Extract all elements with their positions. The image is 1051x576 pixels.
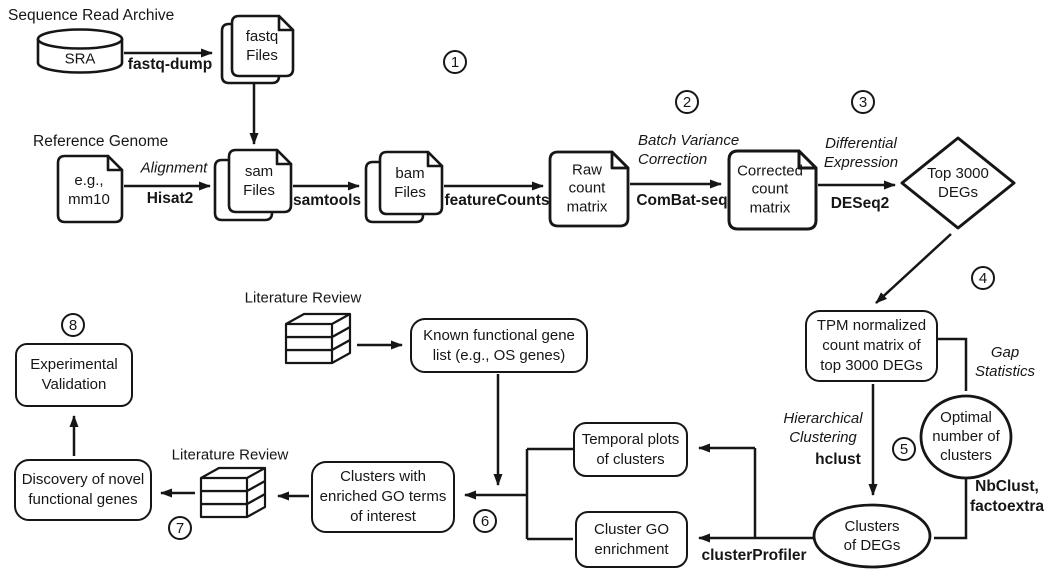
optimal-clusters-circle [919,394,1013,480]
raw-count-matrix-doc-icon [548,150,630,228]
discovery-box: Discovery of novel functional genes [14,459,152,521]
step-badge-2: 2 [675,90,699,114]
alignment-method-label: Alignment [140,159,208,177]
top-degs-label: Top 3000 DEGs [927,164,989,201]
optimal-clusters-label: Optimal number of clusters [932,408,1000,464]
books-stack-icon-top [284,312,352,365]
clusters-of-degs-label: Clusters of DEGs [843,517,901,554]
step-badge-8: 8 [61,313,85,337]
reference-genome-doc-icon [56,154,124,224]
step-badge-1: 1 [443,50,467,74]
raw-count-matrix-label: Raw count matrix [566,161,608,216]
bam-files-label: bam Files [394,164,426,201]
literature-review-bottom-label: Literature Review [171,446,289,464]
bam-files-icon [364,150,444,224]
featurecounts-tool-label: featureCounts [444,192,550,210]
sam-files-icon [213,148,293,222]
reference-genome-section-title: Reference Genome [33,133,169,150]
hclust-tool-label: hclust [815,451,861,469]
step-badge-3: 3 [851,90,875,114]
corrected-count-matrix-doc-icon [727,149,818,231]
tpm-matrix-box: TPM normalized count matrix of top 3000 … [805,310,938,382]
step-badge-4: 4 [971,266,995,290]
reference-genome-doc-label: e.g., mm10 [68,171,110,208]
hisat2-tool-label: Hisat2 [146,190,194,208]
top-degs-diamond [900,136,1016,230]
clusters-enriched-box: Clusters with enriched GO terms of inter… [311,461,455,533]
gap-statistics-method-label: Gap Statistics [974,343,1036,380]
experimental-validation-box: Experimental Validation [15,343,133,407]
sam-files-label: sam Files [243,162,275,199]
step-badge-6: 6 [473,509,497,533]
step-badge-7: 7 [168,516,192,540]
step-badge-5: 5 [892,437,916,461]
combat-seq-tool-label: ComBat-seq [636,192,728,210]
known-gene-list-box: Known functional gene list (e.g., OS gen… [410,318,588,373]
deseq2-tool-label: DESeq2 [830,195,890,213]
hierarchical-clustering-method-label: Hierarchical Clustering [783,409,863,446]
sra-db-label: SRA [64,50,96,68]
clusters-of-degs-ellipse [812,503,932,569]
temporal-plots-box: Temporal plots of clusters [573,422,688,477]
cluster-go-enrichment-box: Cluster GO enrichment [575,511,688,568]
fastq-files-label: fastq Files [245,27,279,64]
literature-review-top-label: Literature Review [244,289,362,307]
batch-variance-method-label: Batch Variance Correction [638,132,740,169]
books-stack-icon-bottom [199,466,267,519]
fastq-dump-tool-label: fastq-dump [127,56,213,74]
clusterprofiler-tool-label: clusterProfiler [701,547,807,565]
database-cylinder-icon [36,28,124,74]
samtools-tool-label: samtools [292,192,362,210]
nbclust-factoextra-tool-label: NbClust, factoextra [969,478,1045,515]
differential-expression-method-label: Differential Expression [823,134,899,171]
sra-section-title: Sequence Read Archive [8,7,175,24]
flow-arrows [69,48,968,543]
fastq-files-icon [220,14,295,85]
corrected-count-matrix-label: Corrected count matrix [737,162,803,217]
